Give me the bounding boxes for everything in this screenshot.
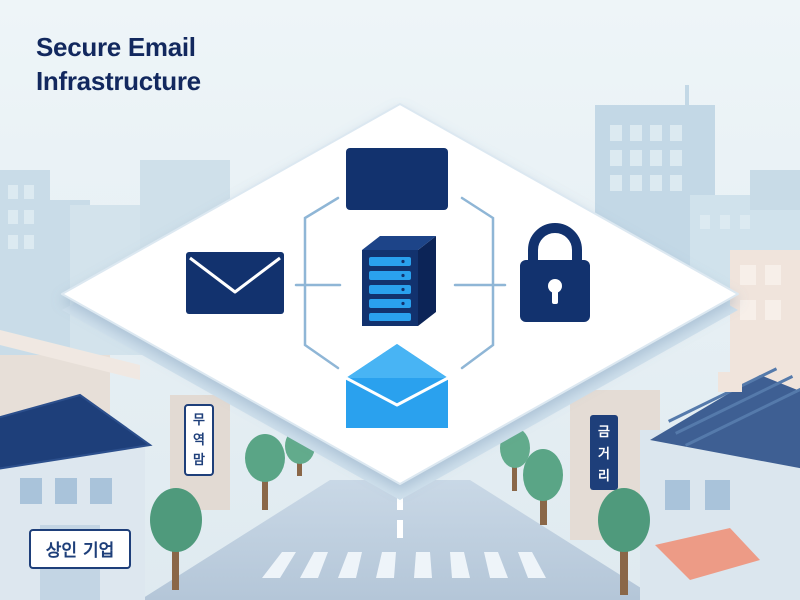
right-buildings bbox=[570, 250, 800, 600]
left-sign-char-2: 역 bbox=[193, 432, 205, 448]
crosswalk bbox=[262, 552, 546, 578]
window-panel-icon bbox=[346, 148, 448, 210]
left-vertical-sign bbox=[184, 404, 214, 476]
left-vertical-sign-text: 무 역 맘 bbox=[193, 413, 205, 468]
title-line-1: Secure Email bbox=[36, 32, 196, 62]
page-title: Secure Email Infrastructure bbox=[36, 30, 201, 98]
padlock-icon bbox=[520, 223, 590, 322]
road-center-line bbox=[397, 492, 403, 538]
server-icon bbox=[362, 236, 436, 326]
open-envelope-icon bbox=[345, 344, 449, 428]
connector-lines bbox=[294, 196, 507, 370]
right-sign-char-1: 금 bbox=[598, 425, 610, 440]
left-building-sign-text: 상인 기업 bbox=[46, 541, 114, 561]
left-sign-char-3: 맘 bbox=[193, 452, 205, 468]
left-sign-char-1: 무 bbox=[193, 413, 205, 428]
right-sign-char-3: 리 bbox=[598, 468, 610, 484]
envelope-icon bbox=[186, 252, 284, 314]
right-vertical-sign-text: 금 거 리 bbox=[598, 425, 610, 484]
right-vertical-sign bbox=[590, 415, 618, 490]
right-sign-char-2: 거 bbox=[598, 447, 610, 462]
skyline-windows bbox=[8, 125, 750, 249]
left-building-sign: 상인 기업 bbox=[29, 529, 131, 569]
title-line-2: Infrastructure bbox=[36, 66, 201, 96]
